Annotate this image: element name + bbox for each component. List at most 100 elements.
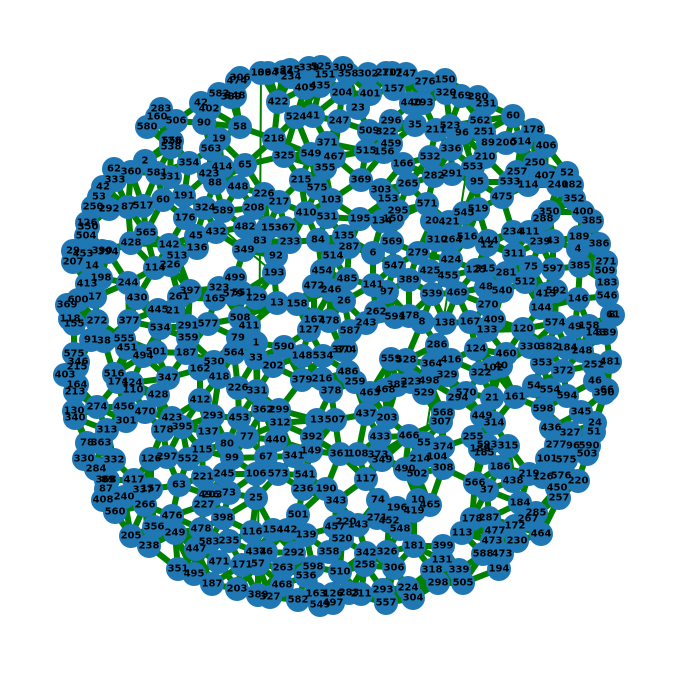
node-label: 220 (568, 476, 589, 487)
node-label: 512 (515, 277, 536, 288)
graph-node (473, 257, 497, 281)
graph-node (487, 557, 511, 581)
graph-node (397, 268, 421, 292)
node-label: 2 (142, 156, 149, 167)
node-label: 129 (246, 293, 267, 304)
node-label: 529 (414, 388, 435, 399)
node-label: 163 (306, 589, 327, 600)
graph-node (580, 209, 604, 233)
graph-node (529, 522, 553, 546)
node-label: 478 (319, 316, 340, 327)
node-label: 220 (336, 517, 357, 528)
graph-node (285, 292, 309, 316)
node-label: 517 (133, 201, 154, 212)
node-label: 135 (334, 231, 355, 242)
node-label: 130 (64, 406, 85, 417)
node-label: 178 (153, 425, 174, 436)
graph-node (354, 467, 378, 491)
node-label: 203 (202, 490, 223, 501)
graph-node (233, 153, 257, 177)
node-label: 143 (586, 328, 607, 339)
node-label: 410 (296, 208, 317, 219)
node-label: 349 (372, 455, 393, 466)
graph-node (437, 210, 461, 234)
node-label: 158 (287, 299, 308, 310)
node-label: 332 (104, 455, 125, 466)
node-label: 293 (413, 98, 434, 109)
graph-node (308, 74, 332, 98)
node-label: 577 (198, 319, 219, 330)
node-label: 4 (575, 244, 582, 255)
node-label: 186 (490, 462, 511, 473)
node-label: 265 (398, 179, 419, 190)
node-label: 588 (473, 549, 494, 560)
graph-node (354, 402, 378, 426)
node-label: 257 (549, 493, 570, 504)
node-label: 74 (371, 495, 385, 506)
node-label: 530 (204, 357, 225, 368)
node-label: 138 (435, 318, 456, 329)
node-label: 389 (399, 275, 420, 286)
node-label: 363 (91, 438, 112, 449)
graph-node (319, 379, 343, 403)
node-label: 565 (136, 228, 157, 239)
node-label: 318 (422, 565, 443, 576)
graph-node (440, 162, 464, 186)
node-label: 114 (518, 180, 539, 191)
graph-node (513, 270, 537, 294)
node-label: 378 (321, 386, 342, 397)
node-label: 505 (453, 578, 474, 589)
graph-node (207, 550, 231, 574)
node-label: 520 (332, 534, 353, 545)
node-label: 594 (557, 391, 578, 402)
graph-node (516, 173, 540, 197)
graph-node (482, 411, 506, 435)
node-label: 158 (579, 321, 600, 332)
node-label: 49 (568, 322, 582, 333)
node-label: 89 (101, 475, 115, 486)
node-label: 330 (74, 454, 95, 465)
node-label: 510 (330, 567, 351, 578)
graph-node (267, 190, 291, 214)
node-label: 534 (150, 323, 171, 334)
node-label: 400 (573, 207, 594, 218)
node-label: 54 (527, 381, 541, 392)
graph-node (426, 571, 450, 595)
graph-node (406, 241, 430, 265)
node-label: 250 (83, 202, 104, 213)
node-label: 571 (417, 199, 438, 210)
node-label: 202 (263, 361, 284, 372)
graph-node (598, 350, 622, 374)
node-label: 568 (433, 408, 454, 419)
graph-node (315, 205, 339, 229)
node-label: 29 (66, 246, 80, 257)
node-label: 230 (507, 536, 528, 547)
node-label: 240 (114, 492, 135, 503)
node-label: 261 (169, 292, 190, 303)
node-label: 564 (224, 348, 245, 359)
node-label: 575 (556, 455, 577, 466)
graph-node (464, 337, 488, 361)
node-label: 283 (151, 104, 172, 115)
node-label: 452 (379, 516, 400, 527)
graph-node (411, 91, 435, 115)
node-label: 447 (186, 544, 207, 555)
graph-node (575, 442, 599, 466)
node-label: 46 (588, 376, 602, 387)
node-label: 411 (239, 321, 260, 332)
node-label: 146 (568, 294, 589, 305)
node-label: 563 (201, 144, 222, 155)
node-label: 547 (384, 261, 405, 272)
graph-node (370, 448, 394, 472)
node-label: 506 (166, 116, 187, 127)
node-label: 419 (404, 506, 425, 517)
node-label: 501 (288, 510, 309, 521)
node-label: 331 (160, 172, 181, 183)
node-label: 402 (199, 104, 220, 115)
node-label: 386 (589, 239, 610, 250)
node-label: 457 (325, 522, 346, 533)
graph-node (297, 318, 321, 342)
node-label: 133 (477, 325, 498, 336)
node-label: 341 (284, 451, 305, 462)
node-label: 350 (539, 207, 560, 218)
